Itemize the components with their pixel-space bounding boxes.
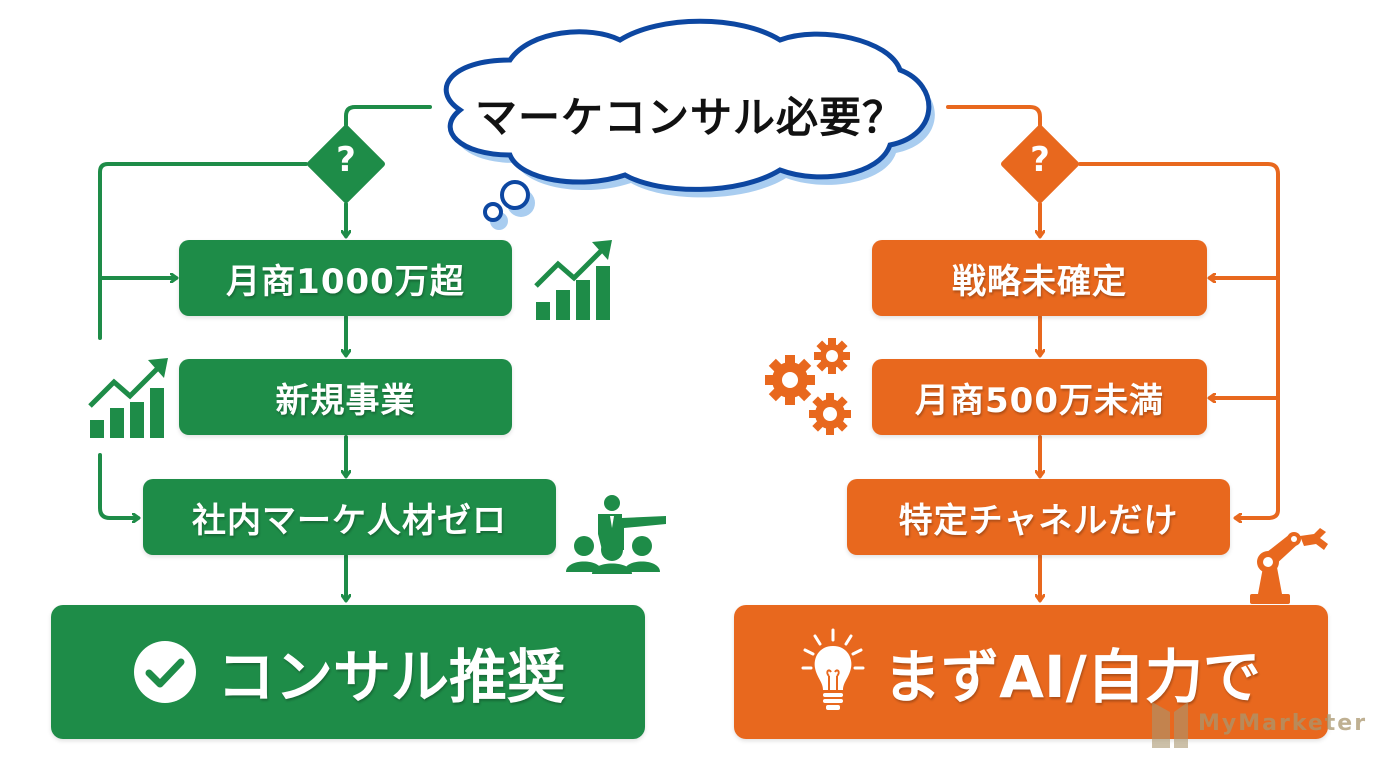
result-box-ai-self: まずAI/自力で — [734, 605, 1328, 739]
thought-cloud — [443, 18, 935, 230]
robot-arm-icon — [1250, 528, 1328, 604]
result-box-consult: コンサル推奨 — [51, 605, 645, 739]
decision-diamond-right: ? — [1000, 124, 1080, 204]
growth-chart-icon — [534, 240, 612, 320]
decision-diamond-left: ? — [306, 124, 386, 204]
check-circle-icon — [133, 641, 196, 703]
question-mark-icon: ? — [336, 140, 356, 180]
lightbulb-icon — [801, 628, 865, 710]
step-box-right-2: 月商500万未満 — [872, 359, 1207, 435]
step-box-left-3: 社内マーケ人材ゼロ — [143, 479, 556, 555]
step-box-right-3: 特定チャネルだけ — [847, 479, 1230, 555]
page-title: マーケコンサル必要？ — [474, 93, 905, 142]
step-box-left-2: 新規事業 — [179, 359, 512, 435]
watermark: MyMarketer — [1150, 698, 1367, 748]
growth-chart-icon — [88, 358, 168, 438]
step-box-right-1: 戦略未確定 — [872, 240, 1207, 316]
watermark-text: MyMarketer — [1198, 710, 1368, 736]
step-box-left-1: 月商1000万超 — [179, 240, 512, 316]
question-mark-icon: ? — [1030, 140, 1050, 180]
gears-icon — [765, 338, 851, 435]
result-label-consult: コンサル推奨 — [216, 643, 565, 711]
presenter-audience-icon — [566, 495, 666, 574]
mymarketer-logo-icon — [1152, 702, 1188, 748]
result-label-ai-self: まずAI/自力で — [883, 643, 1261, 711]
